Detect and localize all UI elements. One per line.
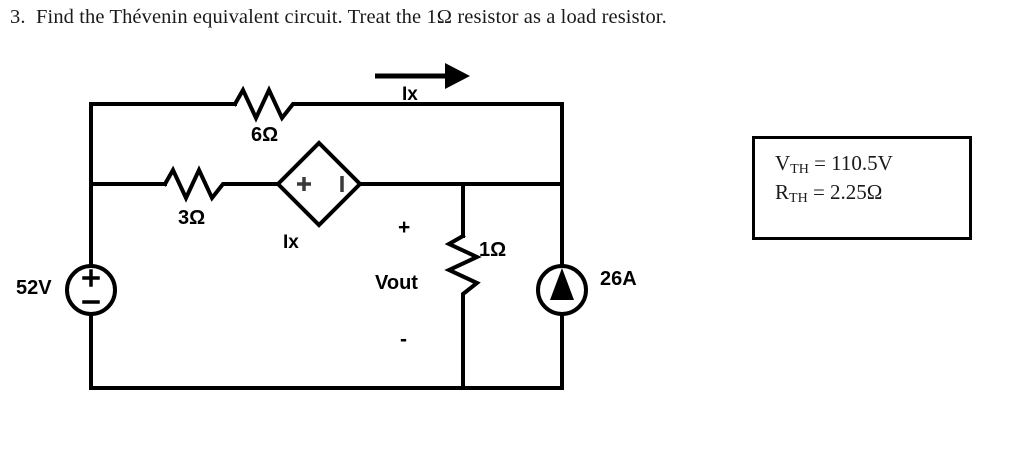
rth-symbol: R [775, 180, 790, 204]
current-source-arrow [550, 268, 574, 300]
current-source-symbol [536, 264, 588, 316]
answer-rth: RTH = 2.25Ω [775, 180, 883, 206]
label-current-ix-top: Ix [402, 84, 418, 105]
label-vout-minus: - [400, 328, 407, 351]
label-vout-plus: + [398, 216, 411, 239]
question-body: Find the Thévenin equivalent circuit. Tr… [36, 6, 667, 28]
voltage-source-symbol [65, 264, 117, 316]
resistor-1ohm-zigzag [444, 233, 482, 307]
vth-subscript: TH [790, 162, 809, 177]
vth-symbol: V [775, 151, 791, 175]
rth-subscript: TH [789, 191, 808, 206]
label-resistor-6ohm: 6Ω [251, 124, 279, 146]
resistor-3ohm-zigzag [162, 165, 242, 203]
current-arrow-ix [375, 63, 470, 89]
dependent-plus-sign [297, 177, 311, 191]
label-resistor-3ohm: 3Ω [178, 207, 206, 229]
answer-vth: VTH = 110.5V [775, 151, 893, 177]
resistor-6ohm-zigzag [232, 85, 307, 123]
rth-value: = 2.25Ω [807, 180, 883, 204]
label-current-source-26a: 26A [600, 268, 637, 290]
dependent-source-diamond [275, 140, 363, 228]
voltage-source-plus-sign [82, 269, 100, 287]
label-source-voltage: 52V [16, 277, 52, 299]
dependent-source-polarity [297, 176, 344, 192]
label-vout: Vout [375, 272, 418, 294]
label-resistor-1ohm: 1Ω [479, 239, 507, 261]
label-dependent-source-ix: Ix [283, 232, 299, 253]
answer-box: VTH = 110.5V RTH = 2.25Ω [752, 136, 972, 240]
vth-value: = 110.5V [808, 151, 893, 175]
question-number: 3. [10, 6, 26, 28]
question-text: 3. Find the Thévenin equivalent circuit.… [10, 6, 910, 29]
